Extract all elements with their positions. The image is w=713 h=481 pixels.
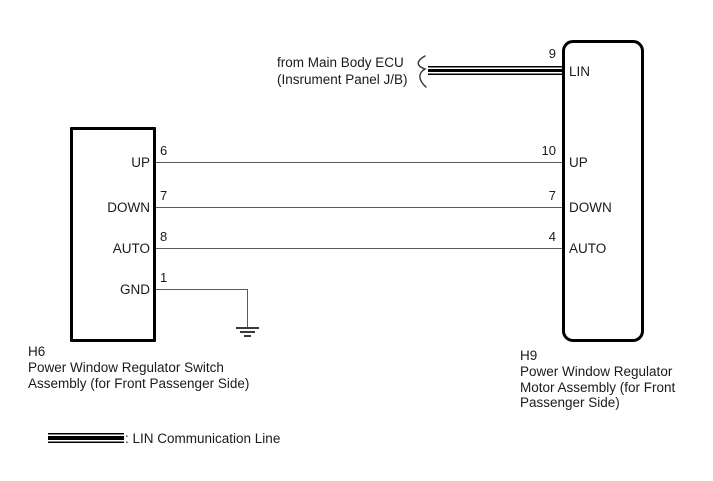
ecu-note-line1: from Main Body ECU	[277, 55, 404, 70]
right-connector-name3: Passenger Side)	[520, 395, 620, 411]
wire-break-squiggle-icon	[417, 55, 427, 88]
gnd-wire-vertical	[247, 289, 248, 327]
ground-icon-bar3	[244, 335, 251, 337]
left-connector-name1: Power Window Regulator Switch	[28, 359, 224, 375]
right-pin-label-lin: LIN	[569, 64, 591, 79]
left-connector-id: H6	[28, 344, 46, 359]
left-pin-number-1: 1	[160, 270, 168, 285]
right-pin-number-4: 4	[548, 229, 556, 244]
right-pin-number-7: 7	[548, 188, 556, 203]
down-wire	[156, 207, 562, 208]
ground-icon	[236, 327, 259, 329]
up-wire	[156, 162, 562, 163]
left-pin-label-up: UP	[131, 155, 150, 170]
right-pin-number-9: 9	[548, 46, 556, 61]
left-pin-label-gnd: GND	[120, 282, 150, 297]
left-pin-label-down: DOWN	[107, 200, 150, 215]
ecu-note-line2: (Insrument Panel J/B)	[277, 72, 408, 87]
right-pin-label-down: DOWN	[569, 200, 612, 215]
right-pin-label-auto: AUTO	[569, 241, 607, 256]
right-pin-label-up: UP	[569, 155, 588, 170]
lin-line-legend-label: : LIN Communication Line	[125, 431, 281, 446]
right-pin-number-10: 10	[541, 143, 556, 158]
ground-icon-bar2	[240, 331, 255, 333]
left-pin-number-6: 6	[160, 143, 168, 158]
lin-line-legend-sample	[48, 433, 124, 443]
lin-communication-wire	[428, 66, 562, 75]
auto-wire	[156, 248, 562, 249]
right-connector-id: H9	[520, 348, 538, 363]
switch-assembly-box	[70, 127, 156, 342]
gnd-wire-horizontal	[156, 289, 248, 290]
ecu-note: from Main Body ECU (Insrument Panel J/B)	[277, 54, 408, 88]
left-pin-number-8: 8	[160, 229, 168, 244]
motor-assembly-box	[562, 40, 644, 342]
right-connector-name1: Power Window Regulator	[520, 363, 673, 379]
left-connector-caption: H6 Power Window Regulator Switch Assembl…	[28, 344, 249, 391]
right-connector-name2: Motor Assembly (for Front	[520, 379, 676, 395]
left-pin-label-auto: AUTO	[112, 241, 150, 256]
left-connector-name2: Assembly (for Front Passenger Side)	[28, 375, 250, 391]
left-pin-number-7: 7	[160, 188, 168, 203]
right-connector-caption: H9 Power Window Regulator Motor Assembly…	[520, 348, 675, 411]
